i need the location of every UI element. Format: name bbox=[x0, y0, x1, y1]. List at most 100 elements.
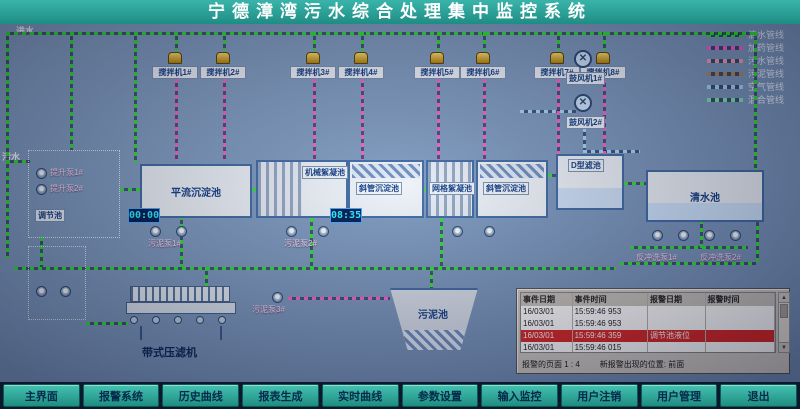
pipe-segment bbox=[223, 79, 226, 160]
pipe-segment bbox=[754, 32, 757, 170]
toolbar-button-3[interactable]: 报表生成 bbox=[242, 384, 319, 407]
pump-icon[interactable] bbox=[318, 226, 329, 237]
press-comb bbox=[130, 286, 230, 302]
press-roller bbox=[218, 316, 226, 324]
blower-1-label: 鼓风机1# bbox=[566, 72, 605, 85]
mixer-motor-icon[interactable] bbox=[430, 52, 444, 64]
belt-press-label: 带式压滤机 bbox=[142, 347, 197, 359]
legend-item: 污泥管线 bbox=[706, 67, 784, 80]
pipe-segment bbox=[557, 32, 560, 50]
pipe-segment bbox=[223, 32, 226, 50]
water-level bbox=[648, 203, 762, 220]
pump-icon[interactable] bbox=[36, 286, 47, 297]
alarm-cell bbox=[706, 342, 775, 352]
inlet-label: 进水 bbox=[16, 26, 35, 36]
pipe-segment bbox=[440, 218, 443, 267]
pipe-segment bbox=[430, 267, 433, 290]
pipe-segment bbox=[557, 79, 560, 160]
toolbar-button-9[interactable]: 退出 bbox=[720, 384, 798, 407]
pipe-segment bbox=[624, 182, 648, 185]
tank-d-filter: D型滤池 bbox=[556, 154, 624, 210]
scroll-up-icon[interactable]: ▲ bbox=[779, 293, 789, 303]
legend-label: 污水管线 bbox=[747, 56, 784, 66]
alarm-position-indicator: 新报警出现的位置: 前面 bbox=[599, 360, 685, 369]
mixer-motor-icon[interactable] bbox=[306, 52, 320, 64]
belt-filter-press: 带式压滤机 bbox=[126, 286, 236, 360]
toolbar-button-5[interactable]: 参数设置 bbox=[401, 384, 479, 407]
pipe-segment bbox=[288, 297, 390, 300]
toolbar-button-8[interactable]: 用户管理 bbox=[640, 384, 718, 407]
pump-icon[interactable] bbox=[484, 226, 495, 237]
toolbar-button-0[interactable]: 主界面 bbox=[3, 384, 80, 407]
toolbar-button-7[interactable]: 用户注销 bbox=[560, 384, 638, 407]
process-diagram: 清水管线加药管线污水管线污泥管线空气管线混合管线 进水 污水 搅拌机1#搅拌机2… bbox=[0, 24, 800, 382]
alarm-cell: 16/03/01 bbox=[521, 342, 573, 352]
legend-swatch bbox=[706, 58, 743, 63]
toolbar-button-2[interactable]: 历史曲线 bbox=[162, 384, 240, 407]
pipe-segment bbox=[700, 220, 703, 248]
pump-label: 提升泵2# bbox=[50, 184, 83, 193]
pump-icon[interactable] bbox=[60, 286, 71, 297]
pump-icon[interactable] bbox=[452, 226, 463, 237]
alarm-cell bbox=[706, 330, 775, 342]
toolbar-button-6[interactable]: 输入监控 bbox=[481, 384, 558, 407]
pipe-segment bbox=[483, 79, 486, 160]
pipe-segment bbox=[361, 32, 364, 50]
alarm-cell: 16/03/01 bbox=[521, 306, 573, 318]
scroll-thumb[interactable] bbox=[780, 304, 788, 318]
mixer-motor-icon[interactable] bbox=[168, 52, 182, 64]
tank-horizontal-sed-label: 平流沉淀池 bbox=[171, 187, 221, 199]
pipe-segment bbox=[548, 174, 558, 177]
pump-icon[interactable] bbox=[704, 230, 715, 241]
pump-icon[interactable] bbox=[150, 226, 161, 237]
alarm-col-header: 报警时间 bbox=[706, 293, 775, 306]
mixer-motor-icon[interactable] bbox=[596, 52, 610, 64]
legend-swatch bbox=[706, 45, 743, 50]
pump-icon[interactable] bbox=[272, 292, 283, 303]
pipe-segment bbox=[583, 150, 640, 153]
pipe-segment bbox=[205, 267, 208, 288]
page-title: 宁德漳湾污水综合处理集中监控系统 bbox=[208, 2, 592, 21]
mixer-motor-icon[interactable] bbox=[550, 52, 564, 64]
toolbar-button-4[interactable]: 实时曲线 bbox=[321, 384, 399, 407]
alarm-scrollbar[interactable]: ▲ ▼ bbox=[778, 292, 790, 353]
pipeline-legend: 清水管线加药管线污水管线污泥管线空气管线混合管线 bbox=[706, 28, 784, 106]
pump-icon[interactable] bbox=[36, 168, 47, 179]
mixer-motor-icon[interactable] bbox=[476, 52, 490, 64]
press-roller bbox=[152, 316, 160, 324]
sewage-inflow-label: 污水 bbox=[2, 152, 21, 162]
pump-label: 污泥泵2# bbox=[284, 239, 317, 248]
pipe-segment bbox=[6, 160, 30, 163]
floc-hatch bbox=[258, 162, 302, 216]
toolbar-button-1[interactable]: 报警系统 bbox=[82, 384, 160, 407]
mixer-motor-icon[interactable] bbox=[354, 52, 368, 64]
pump-label: 提升泵1# bbox=[50, 168, 83, 177]
pump-icon[interactable] bbox=[678, 230, 689, 241]
pump-icon[interactable] bbox=[652, 230, 663, 241]
pump-icon[interactable] bbox=[36, 184, 47, 195]
legend-item: 污水管线 bbox=[706, 54, 784, 67]
runtime-timer-1: 00:00 bbox=[128, 208, 160, 223]
legend-swatch bbox=[706, 71, 743, 76]
legend-label: 清水管线 bbox=[747, 30, 784, 40]
pipe-segment bbox=[180, 216, 183, 267]
pump-icon[interactable] bbox=[730, 230, 741, 241]
blower-fan-icon-1[interactable]: ✕ bbox=[574, 50, 592, 68]
legend-label: 加药管线 bbox=[747, 43, 784, 53]
tank-sludge: 污泥池 bbox=[390, 288, 478, 350]
blower-fan-icon-2[interactable]: ✕ bbox=[574, 94, 592, 112]
legend-label: 混合管线 bbox=[747, 95, 784, 105]
pump-icon[interactable] bbox=[286, 226, 297, 237]
mixer-motor-icon[interactable] bbox=[216, 52, 230, 64]
press-roller bbox=[174, 316, 182, 324]
pump-icon[interactable] bbox=[176, 226, 187, 237]
scroll-down-icon[interactable]: ▼ bbox=[779, 342, 789, 352]
alarm-col-header: 事件时间 bbox=[573, 293, 648, 306]
filter-media bbox=[558, 188, 622, 208]
tank-d-filter-label: D型滤池 bbox=[568, 159, 604, 172]
